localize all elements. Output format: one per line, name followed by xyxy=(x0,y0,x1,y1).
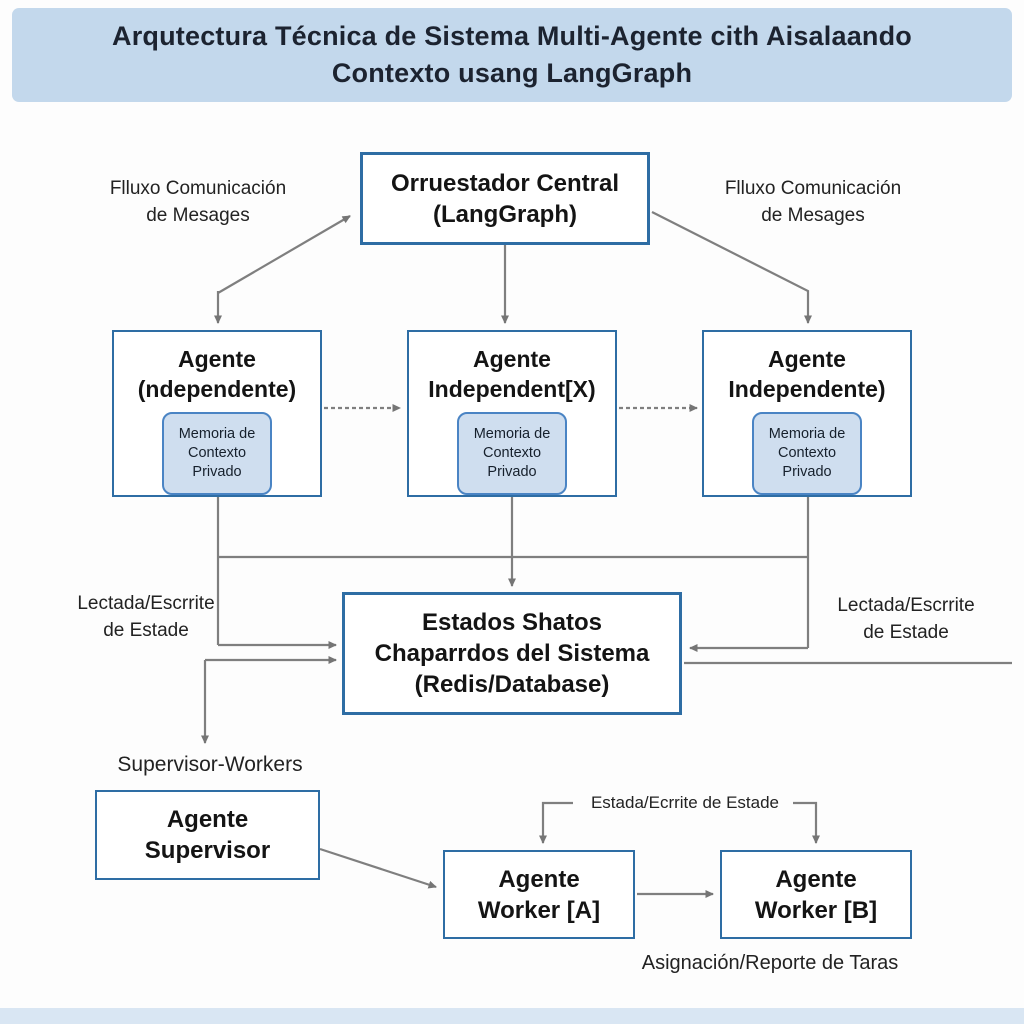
state-store-line3: (Redis/Database) xyxy=(414,671,610,698)
bottom-strip xyxy=(0,1008,1024,1024)
agent2-memory-line3: Privado xyxy=(487,464,537,480)
agent3-memory-line1: Memoria de xyxy=(768,426,846,442)
title-line2: Contexto usang LangGraph xyxy=(331,58,693,88)
worker-state-label: Estada/Ecrrite de Estade xyxy=(590,793,780,812)
agent2-box[interactable]: Agente Independent[X) Memoria de Context… xyxy=(407,330,617,497)
workerA-line1: Agente xyxy=(498,865,580,893)
agent1-memory-line1: Memoria de xyxy=(178,426,256,442)
orchestrator-title-line1: Orruestador Central xyxy=(390,169,620,197)
agent3-memory-line3: Privado xyxy=(782,464,832,480)
supervisor-line2: Supervisor xyxy=(144,837,271,864)
supervisor-workers-heading: Supervisor-Workers xyxy=(117,753,303,776)
agent2-memory-line2: Contexto xyxy=(482,445,542,461)
flow-label-right-line1: Flluxo Comunicación xyxy=(724,178,902,199)
title-line1: Arqutectura Técnica de Sistema Multi-Age… xyxy=(112,21,912,51)
arrow-agent1-to-orchestrator xyxy=(217,215,351,294)
state-label-right: Lectada/Escrrite de Estade xyxy=(790,592,1022,646)
arrow-orchestrator-to-agent3 xyxy=(651,211,812,324)
state-label-right-line1: Lectada/Escrrite xyxy=(837,595,975,616)
agent2-title-line2: Independent[X) xyxy=(428,376,596,402)
workerA-box[interactable]: Agente Worker [A] xyxy=(443,850,635,939)
agent2-memory-box: Memoria de Contexto Privado xyxy=(457,412,567,495)
agent3-title-line1: Agente xyxy=(768,346,846,372)
agent3-memory-box: Memoria de Contexto Privado xyxy=(752,412,862,495)
flow-label-right: Flluxo Comunicación de Mesages xyxy=(688,175,938,229)
task-assignment-label: Asignación/Reporte de Taras xyxy=(641,952,899,974)
state-label-left-line2: de Estade xyxy=(103,620,189,641)
flow-label-left-line1: Flluxo Comunicación xyxy=(109,178,287,199)
orchestrator-title-line2: (LangGraph) xyxy=(433,200,577,228)
state-store-line2: Chaparrdos del Sistema xyxy=(374,640,650,667)
agent1-box[interactable]: Agente (ndependente) Memoria de Contexto… xyxy=(112,330,322,497)
workerB-line1: Agente xyxy=(775,865,857,893)
state-label-right-line2: de Estade xyxy=(863,622,949,643)
agent1-memory-line3: Privado xyxy=(192,464,242,480)
agent1-memory-line2: Contexto xyxy=(187,445,247,461)
flow-label-left: Flluxo Comunicación de Mesages xyxy=(73,175,323,229)
title-banner: Arqutectura Técnica de Sistema Multi-Age… xyxy=(12,8,1012,102)
agent1-title-line1: Agente xyxy=(178,346,256,372)
workerB-box[interactable]: Agente Worker [B] xyxy=(720,850,912,939)
orchestrator-box[interactable]: Orruestador Central (LangGraph) xyxy=(360,152,650,245)
agent3-box[interactable]: Agente Independente) Memoria de Contexto… xyxy=(702,330,912,497)
agent1-title-line2: (ndependente) xyxy=(137,376,297,402)
arrow-statelabel-to-workerA xyxy=(539,801,573,844)
flow-label-left-line2: de Mesages xyxy=(146,205,250,226)
state-label-left: Lectada/Escrrite de Estade xyxy=(30,590,262,644)
workerB-line2: Worker [B] xyxy=(754,896,878,924)
workerA-line2: Worker [A] xyxy=(477,896,601,924)
arrow-supervisor-to-workerA xyxy=(319,847,437,889)
state-label-left-line1: Lectada/Escrrite xyxy=(77,593,215,614)
arrow-statelabel-to-workerB xyxy=(793,801,820,844)
agent3-memory-line2: Contexto xyxy=(777,445,837,461)
flow-label-right-line2: de Mesages xyxy=(761,205,865,226)
supervisor-line1: Agente xyxy=(166,806,249,833)
state-store-line1: Estados Shatos xyxy=(421,609,603,636)
supervisor-box[interactable]: Agente Supervisor xyxy=(95,790,320,880)
agent2-memory-line1: Memoria de xyxy=(473,426,551,442)
agent1-memory-box: Memoria de Contexto Privado xyxy=(162,412,272,495)
agent3-title-line2: Independente) xyxy=(728,376,886,402)
state-store-box[interactable]: Estados Shatos Chaparrdos del Sistema (R… xyxy=(342,592,682,715)
agent2-title-line1: Agente xyxy=(473,346,551,372)
